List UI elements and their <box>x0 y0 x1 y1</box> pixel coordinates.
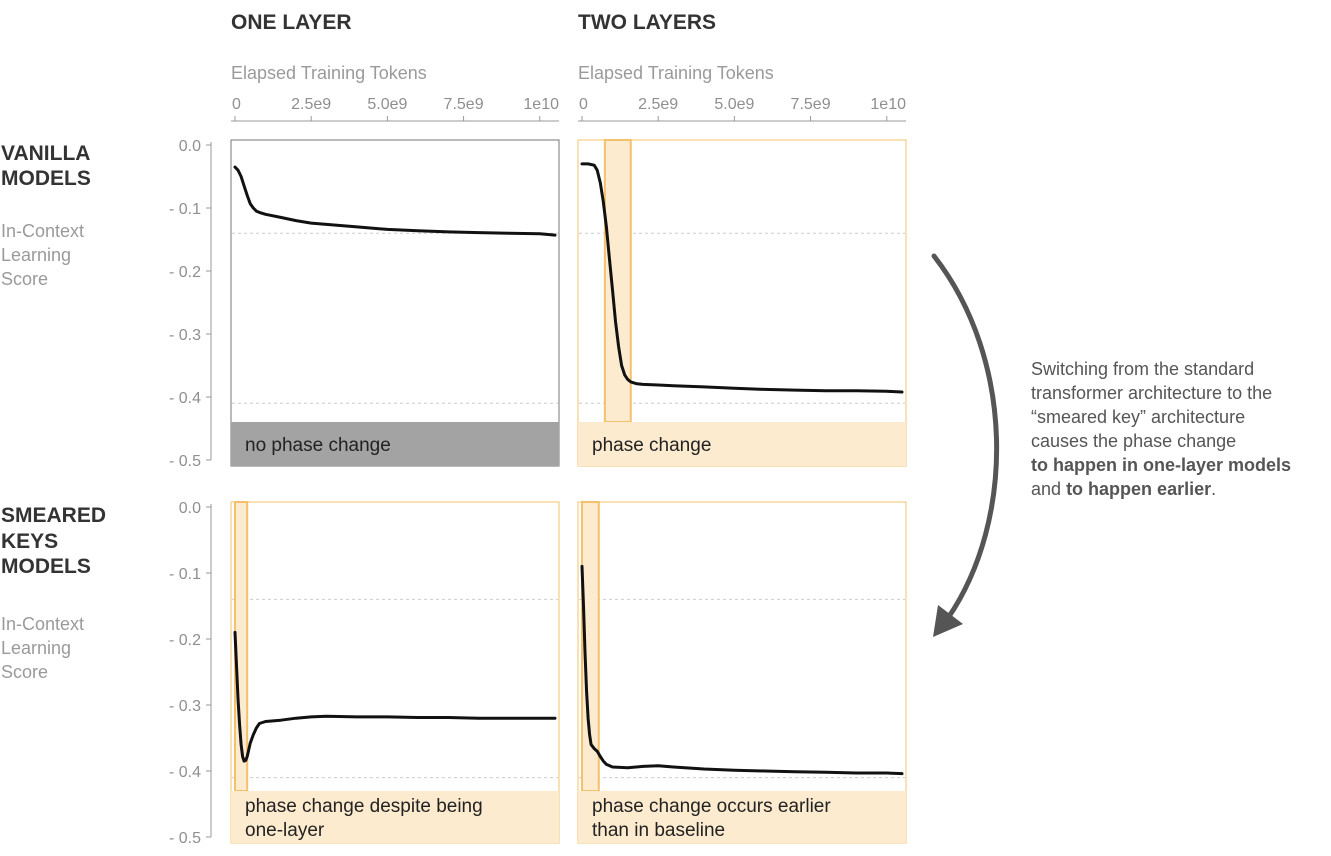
panel-vanilla-one-layer: no phase change <box>230 139 560 467</box>
caption-line: one-layer <box>245 820 325 841</box>
x-tick-label: 2.5e9 <box>291 96 331 113</box>
side-note-bold-2: to happen earlier <box>1066 479 1212 499</box>
panel-caption: phase change <box>592 435 711 456</box>
panel-frame <box>577 139 907 467</box>
side-note-line-3: “smeared key” architecture <box>1031 407 1246 427</box>
row-title-smeared-keys: SMEARED KEYS MODELS <box>1 504 112 578</box>
column-title-two-layers: TWO LAYERS <box>578 11 716 34</box>
y-tick-label: - 0.1 <box>169 201 201 218</box>
panel-frame <box>230 139 560 467</box>
side-note-end: . <box>1211 479 1217 499</box>
caption-line: phase change <box>592 435 711 456</box>
y-tick-label: - 0.4 <box>169 764 201 781</box>
y-tick-label: 0.0 <box>179 500 201 517</box>
panel-smeared-two-layers: phase change occurs earlier than in basel… <box>577 501 907 844</box>
series-line <box>233 165 557 237</box>
x-tick-label: 5.0e9 <box>367 96 407 113</box>
y-axis-label-vanilla: In-Context Learning Score <box>1 221 89 289</box>
series-line <box>580 564 904 776</box>
y-tick-label: - 0.2 <box>169 632 201 649</box>
x-tick-label: 7.5e9 <box>791 96 831 113</box>
panel-vanilla-two-layers: phase change <box>577 139 907 467</box>
panel-smeared-one-layer: phase change despite being one-layer <box>230 501 560 844</box>
y-tick-label: - 0.5 <box>169 830 201 847</box>
side-note: Switching from the standard transformer a… <box>1031 357 1331 501</box>
arrow-head-icon <box>933 605 963 637</box>
y-tick-label: - 0.4 <box>169 390 201 407</box>
x-tick-label: 0 <box>232 96 241 113</box>
panels-layer: no phase change phase change phase change … <box>230 139 907 844</box>
panel-caption: phase change despite being one-layer <box>245 796 483 841</box>
caption-bar <box>231 422 559 466</box>
x-tick-label: 7.5e9 <box>444 96 484 113</box>
caption-bar <box>578 422 906 466</box>
series-line <box>580 162 904 394</box>
x-tick-label: 0 <box>579 96 588 113</box>
row-title-vanilla: VANILLA MODELS <box>1 142 96 190</box>
x-axis-label-left: Elapsed Training Tokens <box>231 63 427 83</box>
y-tick-label: - 0.3 <box>169 327 201 344</box>
column-title-one-layer: ONE LAYER <box>231 11 352 34</box>
side-note-and: and <box>1031 479 1062 499</box>
x-axis-label-right: Elapsed Training Tokens <box>578 63 774 83</box>
panel-frame <box>230 501 560 844</box>
caption-line: no phase change <box>245 435 391 456</box>
axes-layer: 0 2.5e9 5.0e9 7.5e9 1e10 0 2.5e9 5.0e9 7.5e9 1e10… <box>169 96 906 847</box>
side-note-line-1: Switching from the standard <box>1031 359 1255 379</box>
x-tick-label: 1e10 <box>523 96 559 113</box>
side-note-line-2: transformer architecture to the <box>1031 383 1273 403</box>
caption-line: phase change occurs earlier <box>592 796 831 817</box>
y-tick-label: - 0.3 <box>169 698 201 715</box>
side-note-bold-1: to happen in one-layer models <box>1031 455 1292 475</box>
series-line <box>233 630 557 763</box>
caption-bar <box>231 791 559 843</box>
caption-bar <box>578 791 906 843</box>
caption-line: than in baseline <box>592 820 725 841</box>
panel-caption: no phase change <box>245 435 391 456</box>
y-tick-label: - 0.1 <box>169 566 201 583</box>
y-tick-label: - 0.5 <box>169 453 201 470</box>
panel-frame <box>577 501 907 844</box>
x-tick-label: 2.5e9 <box>638 96 678 113</box>
caption-line: phase change despite being <box>245 796 483 817</box>
side-note-line-4: causes the phase change <box>1031 431 1237 451</box>
x-tick-label: 5.0e9 <box>714 96 754 113</box>
y-tick-label: 0.0 <box>179 138 201 155</box>
y-axis-label-smeared: In-Context Learning Score <box>1 614 89 682</box>
x-tick-label: 1e10 <box>870 96 906 113</box>
curved-arrow <box>931 253 1000 621</box>
y-tick-label: - 0.2 <box>169 264 201 281</box>
panel-caption: phase change occurs earlier than in basel… <box>592 796 831 841</box>
